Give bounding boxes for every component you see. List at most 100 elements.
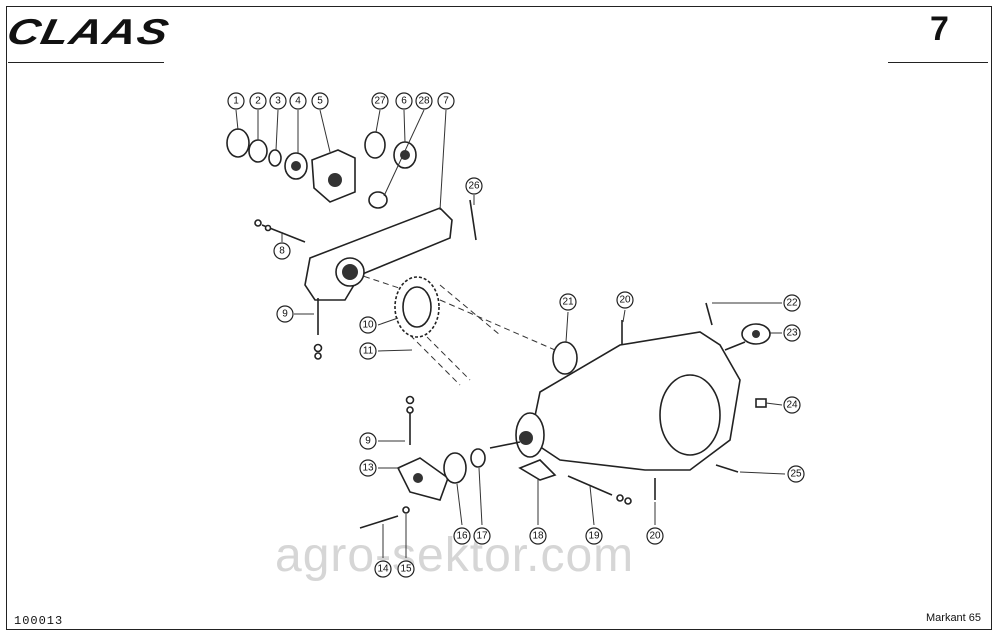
flange-plate-part-13 [396,457,449,501]
svg-text:15: 15 [400,564,412,575]
svg-text:7: 7 [443,96,449,107]
svg-text:6: 6 [401,96,407,107]
chain-line [439,284,501,336]
svg-text:9: 9 [365,436,371,447]
ring-part-2 [248,139,268,163]
callout-24: 24 [783,396,801,414]
ring-part-1 [226,128,250,158]
document-number: 100013 [14,614,64,628]
leader-line [275,109,279,151]
callout-19: 19 [585,527,603,545]
callout-5: 5 [311,92,329,110]
bolt-part-14 [359,515,399,529]
callout-1: 1 [227,92,245,110]
callout-17: 17 [473,527,491,545]
callout-13: 13 [359,459,377,477]
leader-line [456,483,463,526]
assembly-line [439,299,556,351]
leader-line [765,402,783,406]
bearing-bore [400,150,410,160]
leader-line [375,109,381,133]
callout-20-upper: 20 [616,291,634,309]
leader-line [377,349,413,352]
svg-text:25: 25 [790,469,802,480]
callout-9-lower: 9 [359,432,377,450]
header-rule-right [888,62,988,63]
header-rule-left [8,62,164,63]
leader-line [383,109,425,197]
callout-22: 22 [783,294,801,312]
svg-text:18: 18 [532,531,544,542]
callout-28: 28 [415,92,433,110]
washer [406,406,414,414]
callout-7: 7 [437,92,455,110]
callout-26: 26 [465,177,483,195]
svg-text:28: 28 [418,96,430,107]
svg-text:3: 3 [275,96,281,107]
plug-part-22 [705,302,713,326]
svg-text:20: 20 [649,531,661,542]
callout-15: 15 [397,560,415,578]
nut [313,343,323,353]
washer [616,494,624,502]
chain-line [409,334,461,386]
model-name: Markant 65 [926,612,982,624]
callout-27: 27 [371,92,389,110]
output-stub [724,341,746,351]
callout-20-lower: 20 [646,527,664,545]
callout-14: 14 [374,560,392,578]
bracket-part-18 [518,459,557,481]
leader-line [403,109,406,143]
svg-text:5: 5 [317,96,323,107]
input-shaft [489,441,521,449]
leader-line [439,109,447,211]
callout-3: 3 [269,92,287,110]
leader-line [589,485,595,526]
bearing-bore [291,161,301,171]
ring-part-16 [443,452,467,484]
svg-text:26: 26 [468,181,480,192]
nut [624,497,632,505]
callout-8: 8 [273,242,291,260]
svg-text:27: 27 [374,96,386,107]
plate-bore [413,473,423,483]
washer [314,352,322,360]
leader-line [235,109,239,131]
svg-text:23: 23 [786,328,798,339]
ring-part-17 [470,448,486,468]
chain-line [419,329,471,381]
callout-18: 18 [529,527,547,545]
svg-text:17: 17 [476,531,488,542]
seal-bore [752,330,760,338]
svg-text:19: 19 [588,531,600,542]
callout-4: 4 [289,92,307,110]
leader-line [739,471,786,475]
nut [405,395,415,405]
callout-2: 2 [249,92,267,110]
seal-part-21 [552,341,578,375]
svg-text:8: 8 [279,246,285,257]
svg-text:22: 22 [786,298,798,309]
washer [264,224,272,232]
svg-text:2: 2 [255,96,261,107]
ring-part-27 [364,131,386,159]
callout-10: 10 [359,316,377,334]
arm-bore [342,264,358,280]
ring-part-3 [268,149,282,167]
svg-text:20: 20 [619,295,631,306]
gearbox-end-cover [659,374,721,456]
svg-text:16: 16 [456,531,468,542]
callout-23: 23 [783,324,801,342]
callout-21: 21 [559,293,577,311]
leader-line [377,317,399,326]
leader-line [478,467,483,526]
nut [254,219,262,227]
svg-text:1: 1 [233,96,239,107]
leader-line [622,309,626,323]
leader-line [565,311,569,343]
shaft-end [519,431,533,445]
block-bore [328,173,342,187]
bolt-part-19 [567,475,613,496]
svg-text:9: 9 [282,309,288,320]
